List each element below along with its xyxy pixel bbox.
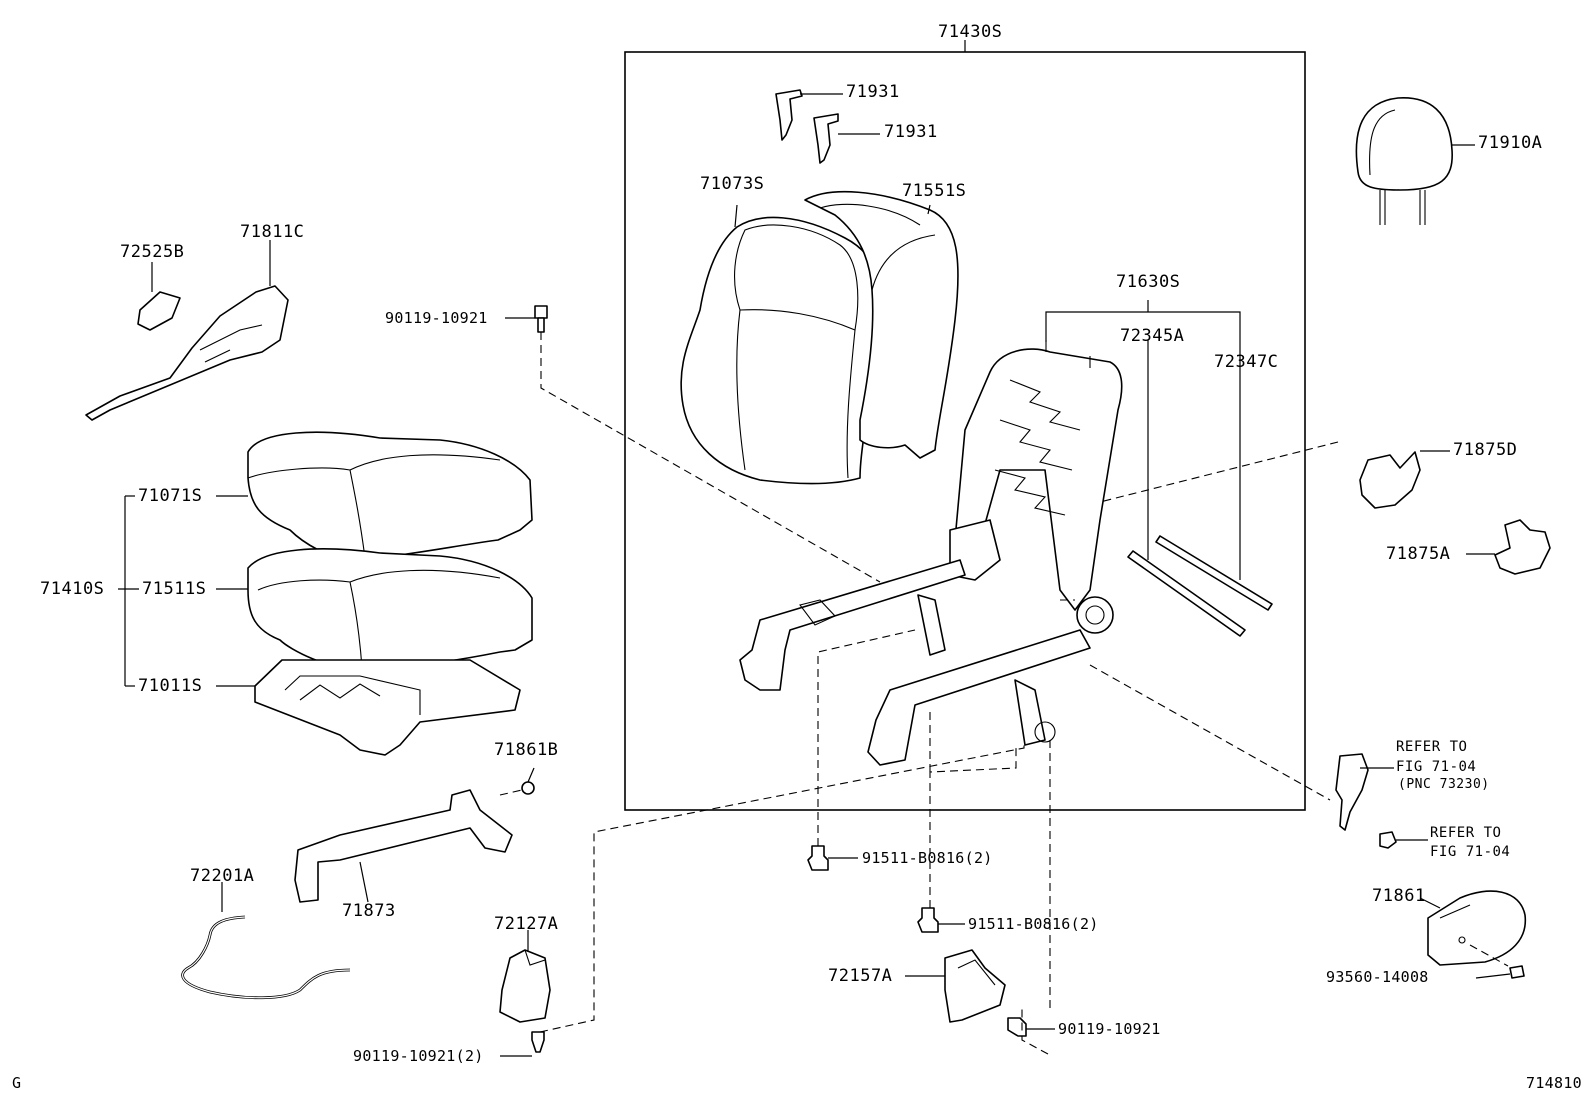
seatback-pad-part: [804, 190, 959, 459]
label-71073s: 71073S: [700, 174, 765, 194]
label-assembly-71430s: 71430S: [938, 22, 1003, 42]
label-71630s: 71630S: [1116, 272, 1181, 292]
label-90119-10921-bottom: 90119-10921: [1058, 1020, 1161, 1038]
label-71011s: 71011S: [138, 676, 203, 696]
label-72157a: 72157A: [828, 966, 893, 986]
label-71875a: 71875A: [1386, 544, 1451, 564]
label-91511-b0816-lower: 91511-B0816(2): [968, 915, 1099, 933]
seat-cushion-frame-part: [216, 659, 521, 756]
track-cover-part: [499, 930, 551, 1023]
seatback-cover-part: [680, 204, 883, 485]
label-71861b: 71861B: [494, 740, 559, 760]
bolt-bottom-right: [1007, 740, 1055, 1055]
seat-cushion-cover-part: [216, 431, 533, 561]
bolt-mid-2: [917, 708, 1017, 933]
seat-cushion-pad-part: [216, 548, 533, 671]
seat-adjuster-part: [739, 559, 1091, 766]
label-72525b: 72525B: [120, 242, 185, 262]
anchor-bar-part: [294, 767, 535, 903]
label-71875d: 71875D: [1453, 440, 1518, 460]
label-93560-14008: 93560-14008: [1326, 968, 1429, 986]
label-91511-b0816-upper: 91511-B0816(2): [862, 849, 993, 867]
frame-rods-part: [1127, 535, 1273, 637]
label-72347c: 72347C: [1214, 352, 1279, 372]
label-90119-10921-2: 90119-10921(2): [353, 1047, 484, 1065]
label-71931-lower: 71931: [884, 122, 938, 142]
refer-note-2-line2: FIG 71-04: [1430, 844, 1511, 860]
rear-track-cover-part: [905, 949, 1006, 1023]
recliner-cover-part: [1099, 441, 1450, 509]
recliner-cover-inner-part: [1466, 519, 1551, 575]
side-cover-part: [85, 240, 289, 421]
refer-note-2-line1: REFER TO: [1430, 825, 1502, 841]
label-71931-upper: 71931: [846, 82, 900, 102]
bolt-bottom-left: [500, 745, 1025, 1057]
seatbelt-buckle-part: [1089, 664, 1428, 849]
label-71873: 71873: [342, 901, 396, 921]
label-71511s: 71511S: [142, 579, 207, 599]
label-90119-10921-top: 90119-10921: [385, 309, 488, 327]
wire-part: [181, 882, 351, 1000]
label-72345a: 72345A: [1120, 326, 1185, 346]
label-71910a: 71910A: [1478, 133, 1543, 153]
label-71410s: 71410S: [40, 579, 105, 599]
refer-note-1-line1: REFER TO: [1396, 739, 1468, 755]
rail-cover-part: [1419, 890, 1527, 979]
label-72201a: 72201A: [190, 866, 255, 886]
headrest-part: [1355, 97, 1475, 225]
refer-note-1-line3: (PNC 73230): [1398, 777, 1490, 792]
figure-id: 714810: [1526, 1074, 1582, 1092]
headrest-guide-parts: [775, 89, 880, 164]
label-71551s: 71551S: [902, 181, 967, 201]
bolt-mid-1: [807, 629, 916, 871]
label-72127a: 72127A: [494, 914, 559, 934]
bolt-top: [505, 305, 881, 583]
corner-mark: G: [12, 1074, 22, 1092]
seatback-frame-part: [949, 300, 1241, 634]
label-71071s: 71071S: [138, 486, 203, 506]
label-71861: 71861: [1372, 886, 1426, 906]
label-71811c: 71811C: [240, 222, 305, 242]
refer-note-1-line2: FIG 71-04: [1396, 759, 1477, 775]
